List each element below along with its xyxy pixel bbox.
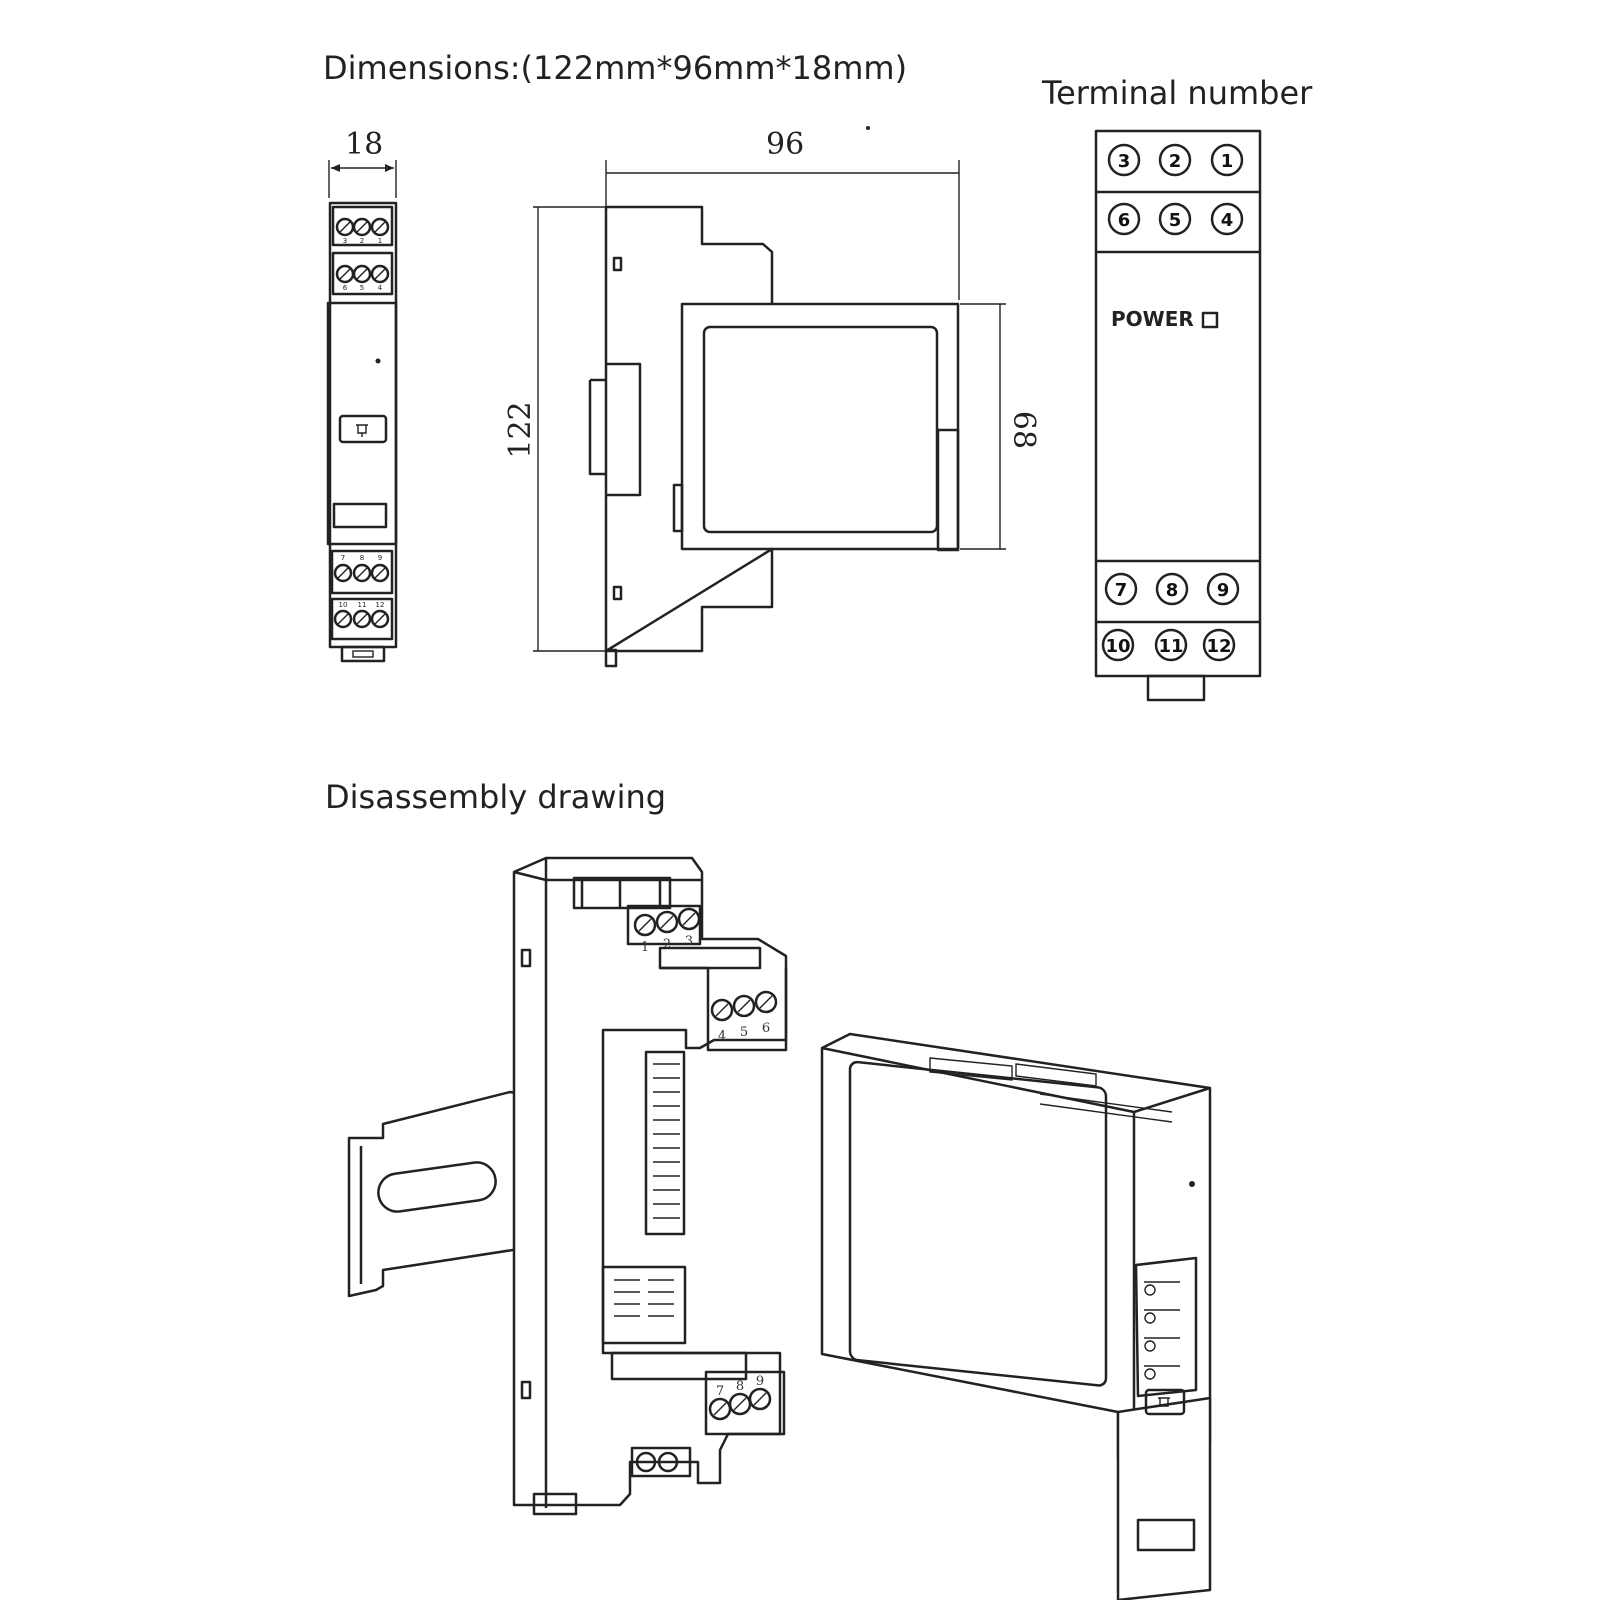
front-screw-2-label: 2 <box>360 237 364 245</box>
dim-height-label: 122 <box>503 401 538 458</box>
disassembly-screw-1-icon <box>633 913 657 937</box>
disassembly-screw-5-label: 5 <box>740 1025 748 1040</box>
front-screw-10-icon <box>333 609 353 629</box>
front-screw-12-icon <box>370 609 390 629</box>
terminal-8-label: 8 <box>1166 580 1179 601</box>
disassembly-screw-6-label: 6 <box>762 1021 770 1036</box>
front-screw-11-label: 11 <box>358 601 367 609</box>
disassembly-screw-5-icon <box>732 994 756 1018</box>
front-screw-7-icon <box>333 563 353 583</box>
front-screw-9-icon <box>370 563 390 583</box>
terminal-row-2: 6 5 4 <box>1107 202 1244 236</box>
terminal-9-icon <box>1206 572 1240 606</box>
disassembly-title: Disassembly drawing <box>325 778 666 816</box>
dimensions-title: Dimensions:(122mm*96mm*18mm) <box>323 49 907 87</box>
terminal-3-label: 3 <box>1118 151 1131 172</box>
terminal-2-label: 2 <box>1169 151 1182 172</box>
front-screw-11-icon <box>352 609 372 629</box>
front-screw-10-label: 10 <box>339 601 348 609</box>
front-screw-4-icon <box>370 264 390 284</box>
dim-face-label: 68 <box>1006 411 1041 449</box>
front-screw-3-label: 3 <box>343 237 347 245</box>
disassembly-screw-3-label: 3 <box>685 934 693 949</box>
dim-depth-arrow <box>605 160 960 300</box>
power-indicator <box>1201 311 1219 329</box>
terminal-4-icon <box>1210 202 1244 236</box>
dim-face-arrow <box>960 303 1006 550</box>
front-screw-5-icon <box>352 264 372 284</box>
terminal-7-icon <box>1104 572 1138 606</box>
terminal-11-label: 11 <box>1158 636 1183 657</box>
terminal-7-label: 7 <box>1115 580 1128 601</box>
terminal-panel: POWER 3 2 1 6 5 4 7 8 9 10 11 12 <box>1094 129 1262 702</box>
dim-width-arrow <box>328 160 397 198</box>
terminal-1-icon <box>1210 143 1244 177</box>
terminal-3-icon <box>1107 143 1141 177</box>
terminal-row-4: 10 11 12 <box>1101 628 1236 662</box>
disassembly-screw-9-icon <box>748 1387 772 1411</box>
dim-width-label: 18 <box>345 127 383 162</box>
disassembly-screw-2-label: 2 <box>663 937 671 952</box>
terminal-row-1: 3 2 1 <box>1107 143 1244 177</box>
front-screw-1-label: 1 <box>378 237 382 245</box>
front-bottom-screws-row1: 7 8 9 <box>333 554 390 583</box>
front-screw-4-label: 4 <box>378 284 383 292</box>
front-screw-8-icon <box>352 563 372 583</box>
disassembly-screw-8-label: 8 <box>736 1379 744 1394</box>
dim-depth-label: 96 <box>766 127 804 162</box>
front-screw-8-label: 8 <box>360 554 364 562</box>
terminal-8-icon <box>1155 572 1189 606</box>
front-screw-7-label: 7 <box>341 554 345 562</box>
terminal-10-icon <box>1101 628 1135 662</box>
terminal-9-label: 9 <box>1217 580 1230 601</box>
disassembly-module <box>820 1032 1212 1600</box>
terminal-number-title: Terminal number <box>1041 74 1313 112</box>
terminal-10-label: 10 <box>1105 636 1130 657</box>
dim-height-arrow <box>533 206 610 652</box>
terminal-6-label: 6 <box>1118 210 1131 231</box>
front-top-screws-row2: 6 5 4 <box>335 264 390 292</box>
disassembly-screw-1-label: 1 <box>641 940 649 955</box>
front-top-screws-row1: 3 2 1 <box>335 217 390 245</box>
disassembly-screw-6-icon <box>754 990 778 1014</box>
terminal-12-icon <box>1202 628 1236 662</box>
terminal-1-label: 1 <box>1221 151 1234 172</box>
terminal-row-3: 7 8 9 <box>1104 572 1240 606</box>
front-screw-1-icon <box>370 217 390 237</box>
front-screw-2-icon <box>352 217 372 237</box>
front-screw-12-label: 12 <box>376 601 385 609</box>
front-view: 18 3 2 1 6 5 4 7 8 9 10 11 12 <box>326 127 398 663</box>
disassembly-screw-4-label: 4 <box>718 1029 726 1044</box>
disassembly-screw-2-icon <box>655 910 679 934</box>
terminal-6-icon <box>1107 202 1141 236</box>
front-screw-6-label: 6 <box>343 284 348 292</box>
terminal-12-label: 12 <box>1206 636 1231 657</box>
disassembly-screw-4-icon <box>710 998 734 1022</box>
side-view: 96 122 68 <box>503 126 1041 668</box>
power-label: POWER <box>1111 307 1194 331</box>
front-screw-5-label: 5 <box>360 284 364 292</box>
front-bottom-screws-row2: 10 11 12 <box>333 601 390 629</box>
terminal-11-icon <box>1154 628 1188 662</box>
disassembly-screw-3-icon <box>677 907 701 931</box>
terminal-5-label: 5 <box>1169 210 1182 231</box>
disassembly-screw-7-label: 7 <box>716 1384 724 1399</box>
terminal-5-icon <box>1158 202 1192 236</box>
front-screw-9-label: 9 <box>378 554 382 562</box>
disassembly-screw-9-label: 9 <box>756 1374 764 1389</box>
terminal-2-icon <box>1158 143 1192 177</box>
terminal-4-label: 4 <box>1221 210 1234 231</box>
